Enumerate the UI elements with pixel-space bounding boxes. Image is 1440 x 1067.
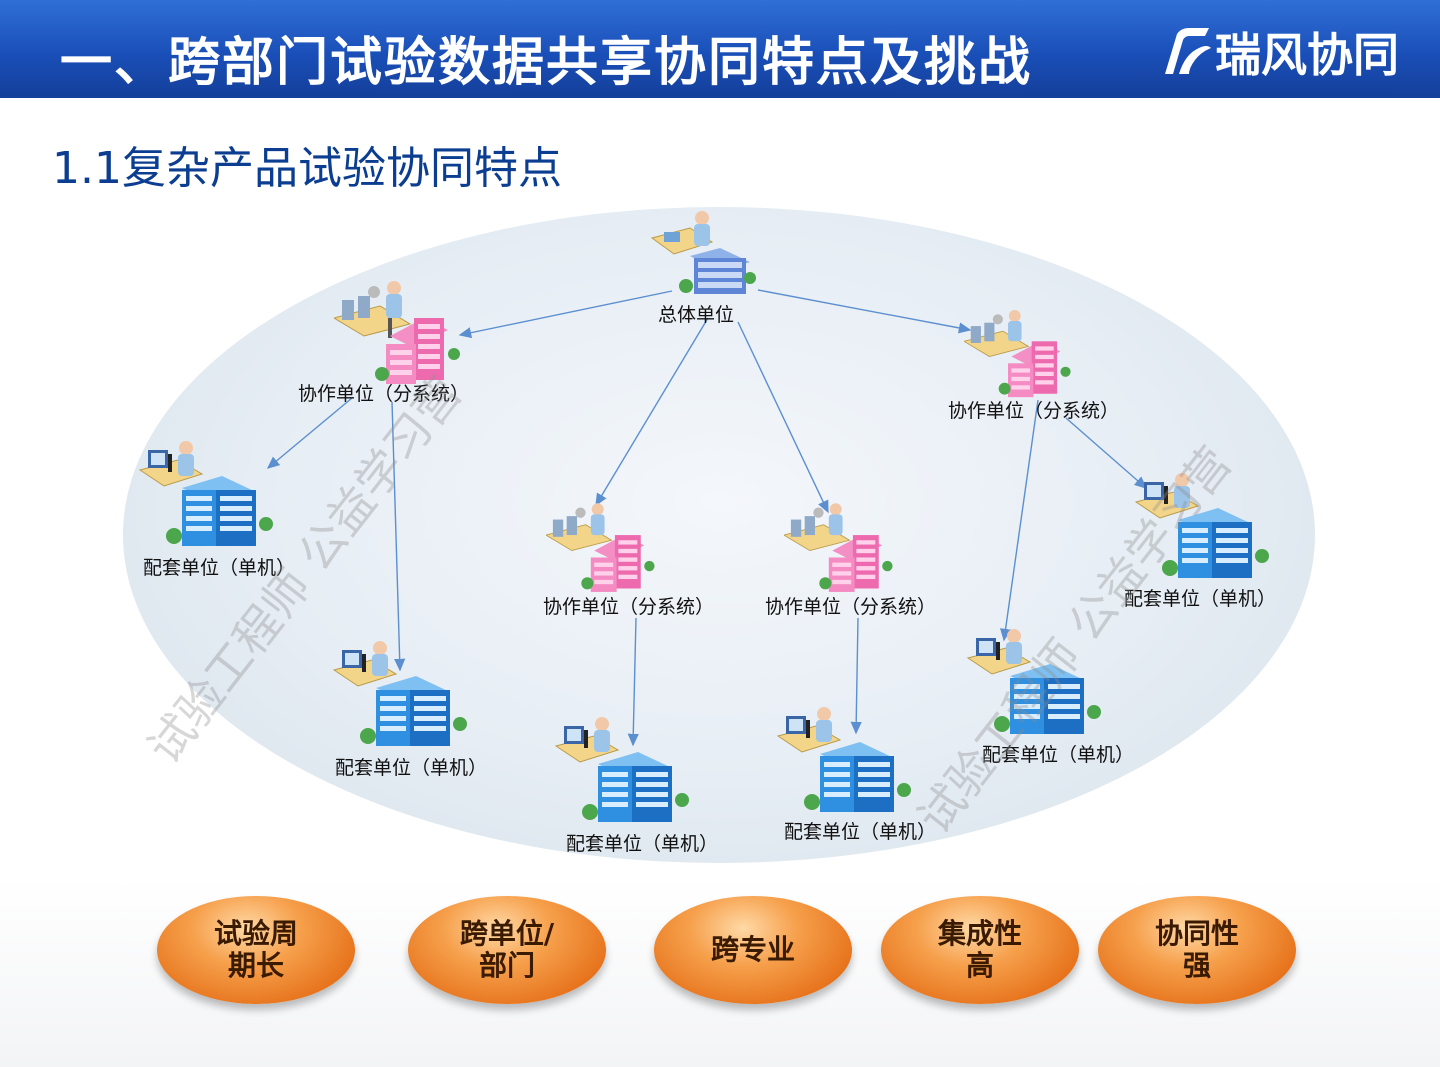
feature-pill-long-cycle: 试验周 期长 <box>157 896 355 1004</box>
subsystem-factory-icon <box>332 281 460 384</box>
feature-pill-strong-collaboration: 协同性 强 <box>1098 896 1296 1004</box>
node-unit-2 <box>332 640 472 752</box>
arrow-top-to-sub-right <box>757 289 972 334</box>
node-sub-left-label: 协作单位（分系统） <box>298 383 470 405</box>
node-sub-mid-right-label: 协作单位（分系统） <box>765 596 937 618</box>
node-sub-mid-right <box>782 500 896 596</box>
node-sub-left <box>332 278 464 388</box>
arrow-top-to-sub-mid-right <box>737 321 829 514</box>
arrow-top-to-sub-left <box>458 290 673 339</box>
feature-pill-high-integration: 集成性 高 <box>881 896 1079 1004</box>
node-unit-3-label: 配套单位（单机） <box>566 833 719 855</box>
ruifeng-logo-icon <box>1165 28 1211 74</box>
network-background <box>123 207 1315 863</box>
unit-building-icon <box>966 629 1101 734</box>
node-sub-mid-left <box>544 500 658 596</box>
feature-pill-cross-discipline: 跨专业 <box>654 896 852 1004</box>
feature-pill-label: 跨专业 <box>710 933 795 966</box>
node-unit-6-label: 配套单位（单机） <box>1124 588 1277 610</box>
node-sub-mid-left-label: 协作单位（分系统） <box>543 596 715 618</box>
unit-building-icon <box>138 441 273 546</box>
section-title: 1.1复杂产品试验协同特点 <box>52 143 562 194</box>
headquarters-building-icon <box>650 211 756 294</box>
subsystem-factory-icon <box>962 310 1071 398</box>
arrow-sub-right-to-unit-5 <box>1000 399 1039 642</box>
feature-pill-label: 集成性 高 <box>937 917 1022 982</box>
node-top <box>650 208 760 298</box>
node-unit-4-label: 配套单位（单机） <box>784 821 937 843</box>
arrow-sub-left-to-unit-1 <box>266 397 353 469</box>
unit-building-icon <box>776 707 911 812</box>
unit-building-icon <box>1134 473 1269 578</box>
subsystem-factory-icon <box>782 503 893 592</box>
node-unit-5-label: 配套单位（单机） <box>982 744 1135 766</box>
arrow-top-to-sub-mid-left <box>595 317 709 507</box>
feature-pill-cross-unit: 跨单位/ 部门 <box>408 896 606 1004</box>
node-sub-right-label: 协作单位（分系统） <box>948 400 1120 422</box>
feature-pill-label: 试验周 期长 <box>213 917 298 982</box>
unit-building-icon <box>332 641 467 746</box>
node-unit-5 <box>966 628 1106 740</box>
node-sub-right <box>962 306 1074 402</box>
logo-text: 瑞风协同 <box>1215 28 1399 82</box>
node-top-label: 总体单位 <box>658 304 735 326</box>
unit-building-icon <box>554 717 689 822</box>
subsystem-factory-icon <box>544 503 655 592</box>
node-unit-3 <box>554 716 694 828</box>
page-title: 一、跨部门试验数据共享协同特点及挑战 <box>60 33 1033 93</box>
node-unit-1-label: 配套单位（单机） <box>143 557 296 579</box>
node-unit-2-label: 配套单位（单机） <box>335 757 488 779</box>
header-bar: 一、跨部门试验数据共享协同特点及挑战 瑞风协同 <box>0 0 1440 98</box>
feature-pill-label: 协同性 强 <box>1154 917 1239 982</box>
feature-pill-label: 跨单位/ 部门 <box>459 917 555 982</box>
node-unit-4 <box>776 706 916 818</box>
arrow-sub-left-to-unit-2 <box>391 401 406 672</box>
arrow-sub-mid-right-to-unit-4 <box>850 617 862 735</box>
arrow-sub-mid-left-to-unit-3 <box>627 617 639 747</box>
arrow-sub-right-to-unit-6 <box>1065 417 1148 489</box>
logo: 瑞风协同 <box>1155 22 1399 82</box>
node-unit-1 <box>138 440 278 552</box>
node-unit-6 <box>1134 472 1274 584</box>
